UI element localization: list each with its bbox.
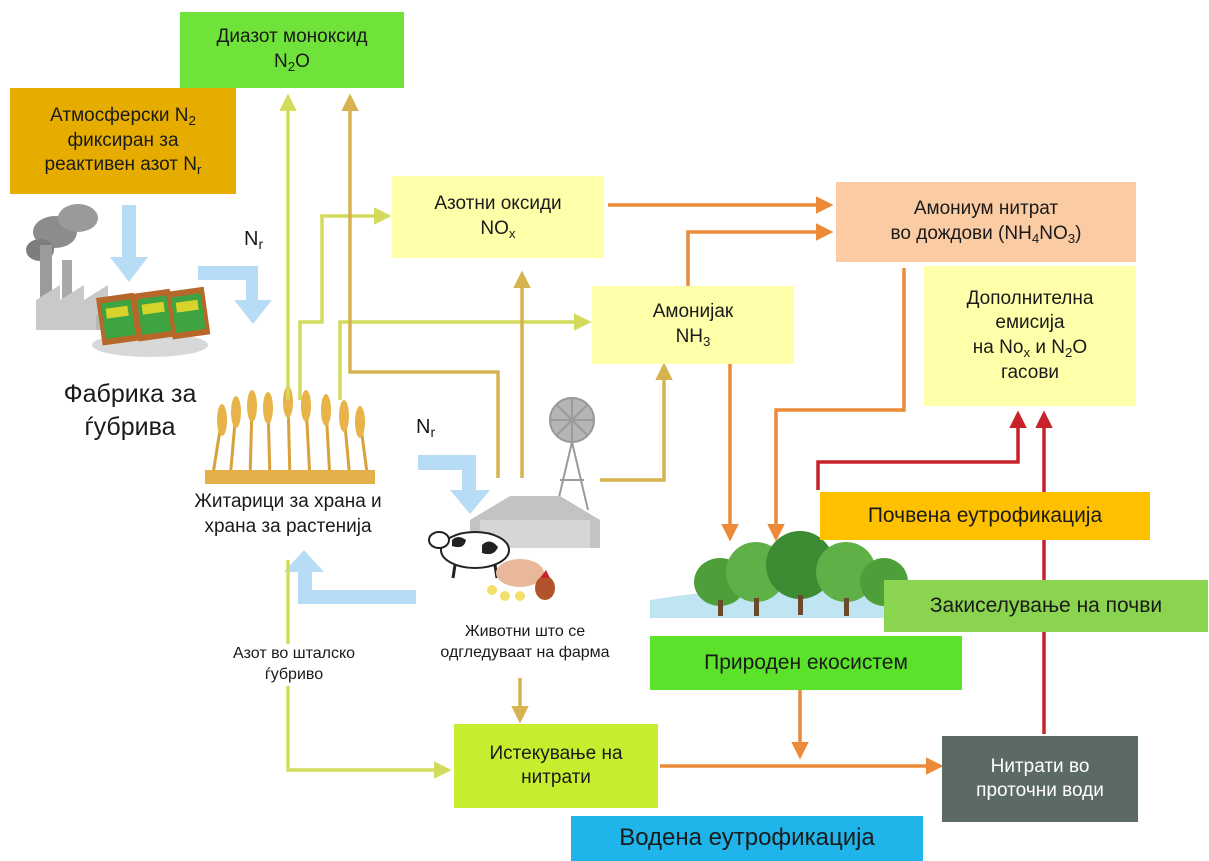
farm-animals-label: Животни што се одгледуваат на фарма (440, 623, 610, 661)
farm-animals-icon (428, 531, 555, 601)
natural-ecosystem-label: Природен екосистем (650, 636, 962, 690)
tan-arrows (341, 93, 673, 724)
soil-acidification-label: Закиселување на почви (884, 580, 1208, 632)
trees-icon (650, 531, 960, 618)
soil-eutrophication-label: Почвена еутрофикација (820, 492, 1150, 540)
ammonia-box: Амонијак NH3 (592, 286, 794, 364)
nr-label-factory: Nr (244, 228, 264, 253)
windmill-icon (549, 397, 595, 511)
crops-label: Житарици за храна и храна за растенија (194, 491, 382, 537)
orange-arrows (608, 196, 944, 775)
fertilizer-bags-icon (92, 286, 211, 357)
nitrogen-oxides-box: Азотни оксиди NOx (392, 176, 604, 258)
nr-label-crops: Nr (416, 416, 436, 441)
nitrates-in-water-box: Нитрати во проточни води (942, 736, 1138, 822)
nitrate-leaching-box: Истекување на нитрати (454, 724, 658, 808)
n2o-title: Диазот моноксид (216, 26, 368, 48)
water-eutrophication-label: Водена еутрофикација (571, 816, 923, 861)
nr-flow-arrows (110, 205, 490, 604)
barn-icon (470, 496, 600, 548)
manure-nitrogen-label: Азот во шталско ѓубриво (214, 644, 374, 686)
additional-emission-box: Дополнителна емисија на Nox и N2O гасови (924, 266, 1136, 406)
red-arrows (816, 410, 1053, 734)
atmospheric-n2-box: Атмосферски N2 фиксиран за реактивен азо… (10, 88, 236, 194)
n2o-box: Диазот моноксид N2O (180, 12, 404, 88)
wheat-icon (205, 386, 375, 484)
fertilizer-factory-label: Фабрика за ѓубрива (63, 380, 197, 441)
yellow-arrows (279, 93, 592, 779)
n2o-formula: N2O (274, 50, 310, 74)
ammonium-nitrate-box: Амониум нитрат во дождови (NH4NO3) (836, 182, 1136, 262)
